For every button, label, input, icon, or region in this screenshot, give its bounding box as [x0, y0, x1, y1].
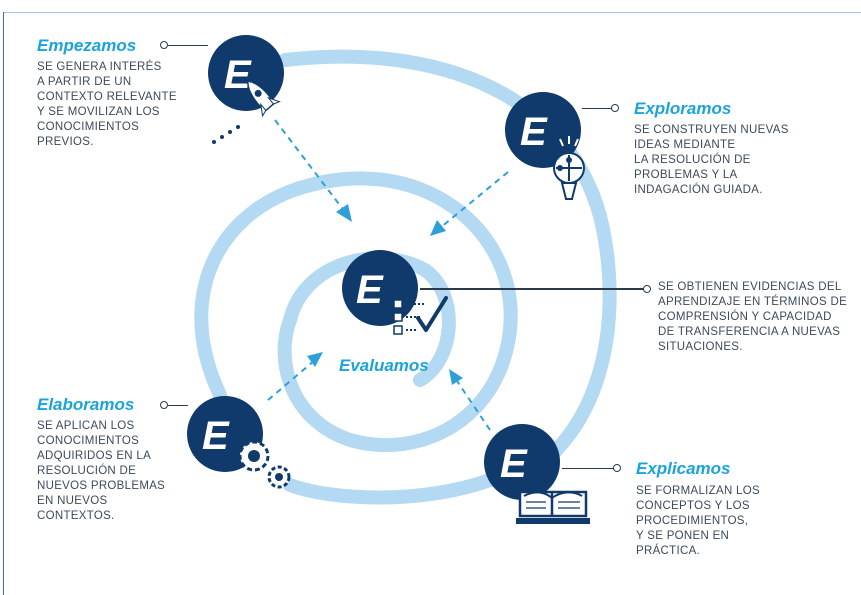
description-line: CONCEPTOS Y LOS: [636, 500, 750, 512]
description-line: IDEAS MEDIANTE: [634, 139, 736, 151]
description-line: PRÁCTICA.: [636, 545, 701, 557]
arrowhead-empezamos: [336, 204, 352, 222]
description-line: SE GENERA INTERÉS: [37, 61, 162, 73]
connector-dot-evaluamos: [643, 284, 651, 293]
outer-spiral-ring-lower: [283, 473, 497, 505]
badge-explicamos: [484, 424, 560, 500]
connector-line-evaluamos: [420, 288, 644, 290]
stage-description-evaluamos: SE OBTIENEN EVIDENCIAS DEL APRENDIZAJE E…: [658, 280, 847, 355]
stage-title-explicamos: Explicamos: [636, 459, 731, 478]
badge-letter-elaboramos: E: [202, 414, 230, 458]
arrowhead-explicamos: [449, 369, 463, 385]
gears-icon: [238, 440, 291, 489]
description-line: SITUACIONES.: [658, 341, 743, 353]
connector-line-exploramos: [582, 107, 612, 109]
connector-line-empezamos: [168, 44, 208, 46]
stage-description-elaboramos: SE APLICAN LOS CONOCIMIENTOS ADQUIRIDOS …: [37, 419, 165, 524]
rocket-icon: [247, 80, 281, 118]
badge-exploramos: [505, 92, 581, 168]
description-line: NUEVOS PROBLEMAS: [37, 480, 166, 492]
stage-title-evaluamos: Evaluamos: [339, 356, 429, 375]
connector-dot-elaboramos: [160, 401, 168, 409]
checklist-icon: [393, 296, 448, 335]
connector-dot-empezamos: [160, 41, 168, 49]
stage-title-exploramos: Exploramos: [634, 99, 732, 118]
description-line: CONOCIMIENTOS: [37, 121, 140, 133]
description-line: A PARTIR DE UN: [37, 76, 132, 88]
description-line: Y SE PONEN EN: [636, 530, 730, 542]
frame-left-border: [3, 12, 4, 595]
arrow-empezamos-to-center: [274, 119, 346, 213]
connector-dot-exploramos: [611, 104, 619, 112]
rocket-trail-icon: [212, 125, 240, 144]
description-line: ADQUIRIDOS EN LA: [37, 450, 152, 462]
description-line: SE CONSTRUYEN NUEVAS: [634, 124, 789, 136]
arrowhead-elaboramos: [307, 352, 323, 367]
outer-spiral-ring: [278, 49, 617, 482]
description-line: CONTEXTOS.: [37, 510, 115, 522]
stage-title-elaboramos: Elaboramos: [37, 395, 135, 414]
frame-top-border: [3, 12, 861, 13]
inner-spiral-ring: [283, 251, 456, 387]
arrowhead-exploramos: [430, 220, 446, 236]
stage-description-exploramos: SE CONSTRUYEN NUEVAS IDEAS MEDIANTE LA R…: [634, 123, 789, 198]
connector-dot-explicamos: [613, 464, 621, 472]
description-line: PREVIOS.: [37, 136, 94, 148]
outer-spiral-ring-left: [194, 181, 307, 402]
badge-letter-evaluamos: E: [356, 268, 384, 312]
middle-spiral-ring: [277, 171, 518, 452]
description-line: LA RESOLUCIÓN DE: [634, 154, 751, 166]
description-line: COMPRENSIÓN Y CAPACIDAD: [658, 311, 832, 323]
description-line: CONOCIMIENTOS: [37, 435, 140, 447]
connector-line-elaboramos: [168, 404, 188, 406]
badge-letter-explicamos: E: [500, 442, 528, 486]
description-line: Y SE MOVILIZAN LOS: [37, 106, 160, 118]
description-line: SE FORMALIZAN LOS: [636, 485, 760, 497]
description-line: DE TRANSFERENCIA A NUEVAS: [658, 326, 841, 338]
description-line: APRENDIZAJE EN TÉRMINOS DE: [658, 296, 848, 308]
open-book-icon: [516, 490, 590, 524]
lightbulb-puzzle-icon: [553, 136, 585, 200]
stage-title-empezamos: Empezamos: [37, 36, 137, 55]
description-line: PROCEDIMIENTOS,: [636, 515, 749, 527]
description-line: PROBLEMAS Y LA: [634, 169, 738, 181]
description-line: EN NUEVOS: [37, 495, 108, 507]
stage-description-empezamos: SE GENERA INTERÉS A PARTIR DE UN CONTEXT…: [37, 60, 177, 150]
connector-line-explicamos: [562, 467, 614, 469]
badge-letter-empezamos: E: [224, 53, 252, 97]
description-line: SE APLICAN LOS: [37, 420, 135, 432]
description-line: RESOLUCIÓN DE: [37, 465, 137, 477]
description-line: SE OBTIENEN EVIDENCIAS DEL: [658, 281, 842, 293]
stage-description-explicamos: SE FORMALIZAN LOS CONCEPTOS Y LOS PROCED…: [636, 484, 760, 559]
description-line: INDAGACIÓN GUIADA.: [634, 184, 763, 196]
description-line: CONTEXTO RELEVANTE: [37, 91, 177, 103]
arrow-exploramos-to-center: [439, 171, 509, 229]
badge-letter-exploramos: E: [520, 110, 548, 154]
